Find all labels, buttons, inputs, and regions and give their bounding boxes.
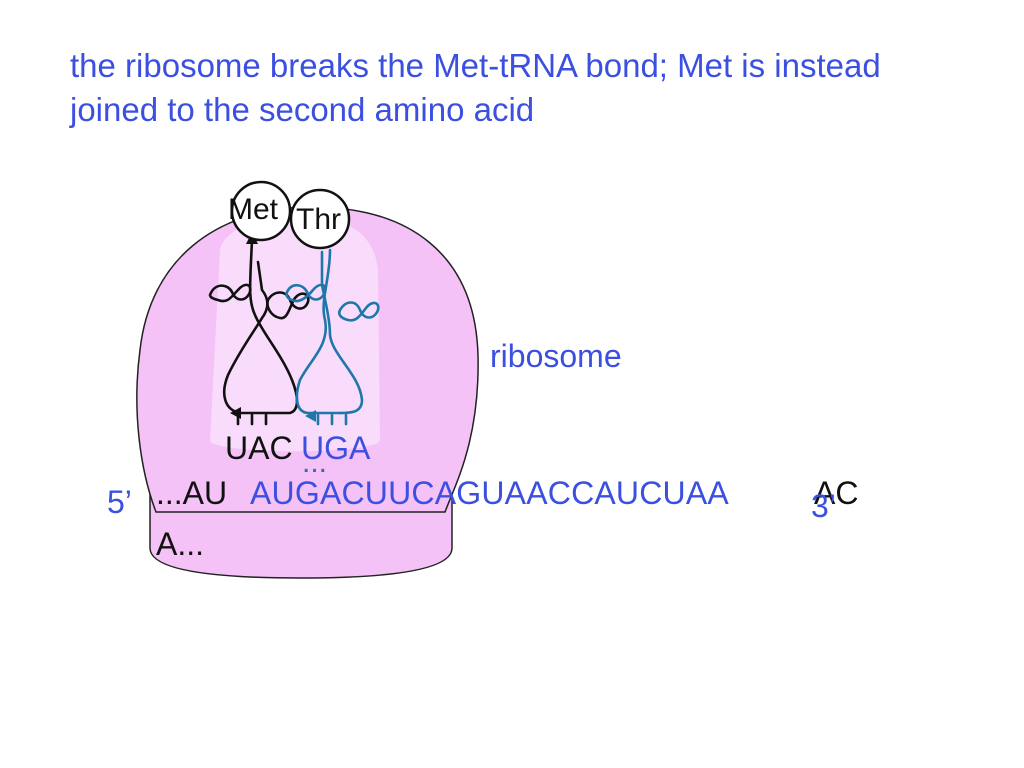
three-prime-label: 3’	[811, 488, 836, 524]
amino-acid-thr-label: Thr	[296, 203, 341, 236]
trna-first-arrowhead-bottom	[230, 407, 241, 419]
mrna-prefix: ...AU	[156, 475, 228, 511]
ribosome-label: ribosome	[490, 338, 622, 374]
anticodon-first: UAC	[225, 430, 293, 466]
five-prime-label: 5’	[107, 484, 132, 520]
amino-acid-met-circle	[230, 180, 292, 242]
mrna-suffix: AC	[814, 475, 859, 511]
mrna-line-2: A...	[156, 526, 205, 562]
ribosome-channel	[210, 216, 380, 452]
amino-acid-thr-circle	[289, 188, 351, 250]
trna-second-arrowhead	[305, 410, 316, 422]
amino-acid-met-label: Met	[228, 193, 279, 226]
anticodon-second: UGA	[301, 430, 371, 466]
slide-title: the ribosome breaks the Met-tRNA bond; M…	[70, 47, 881, 128]
trna-second	[285, 248, 380, 426]
mrna-coding-sequence: AUGACUUCAGUAACCAUCUAA	[250, 475, 729, 511]
pairing-dots: ...	[302, 446, 328, 479]
